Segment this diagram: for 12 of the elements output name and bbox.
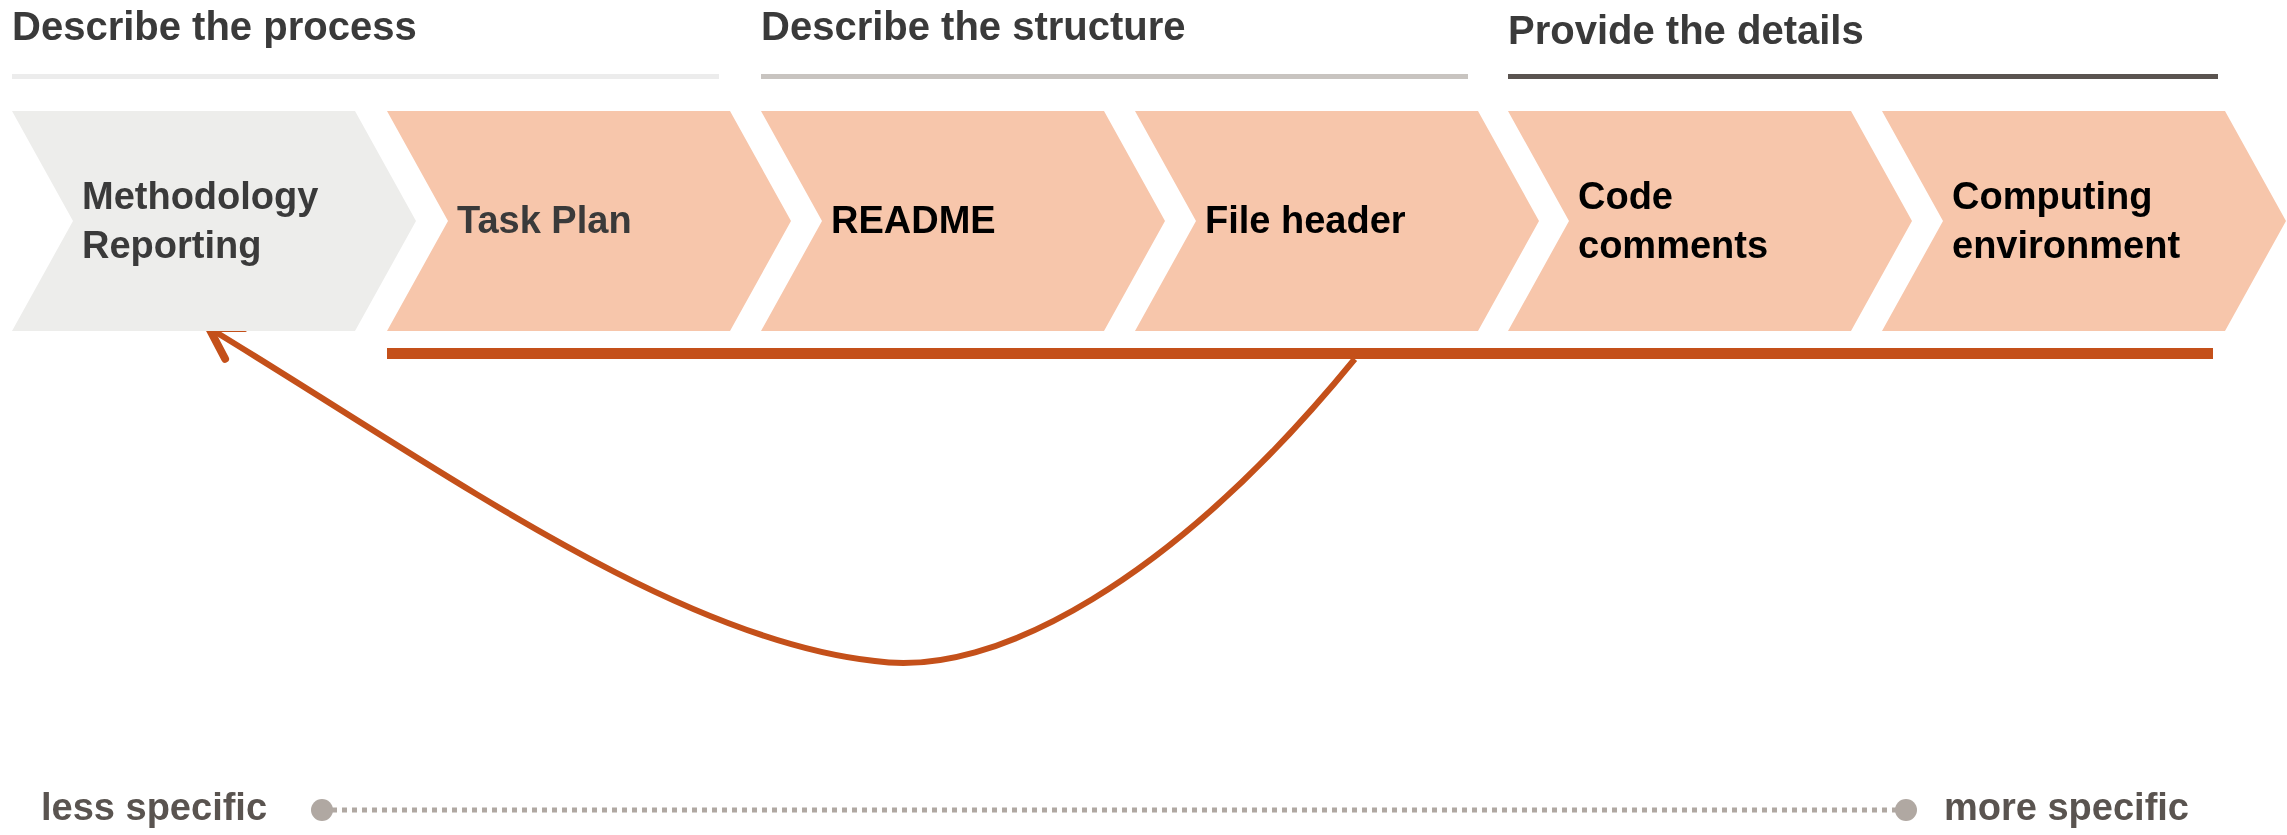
step-label: Code comments bbox=[1578, 173, 1770, 268]
step-label: Task Plan bbox=[457, 198, 633, 244]
section-heading: Describe the process bbox=[12, 4, 417, 49]
step-label: Methodology Reporting bbox=[82, 173, 320, 268]
section-heading: Provide the details bbox=[1508, 8, 1864, 53]
bar bbox=[387, 348, 2213, 359]
step-label: README bbox=[831, 198, 997, 244]
section-heading: Describe the structure bbox=[761, 4, 1186, 49]
step-label: Computing environment bbox=[1952, 173, 2182, 268]
scale-label: more specific bbox=[1944, 786, 2189, 829]
scale-label: less specific bbox=[41, 786, 268, 829]
step-label: File header bbox=[1205, 198, 1407, 244]
